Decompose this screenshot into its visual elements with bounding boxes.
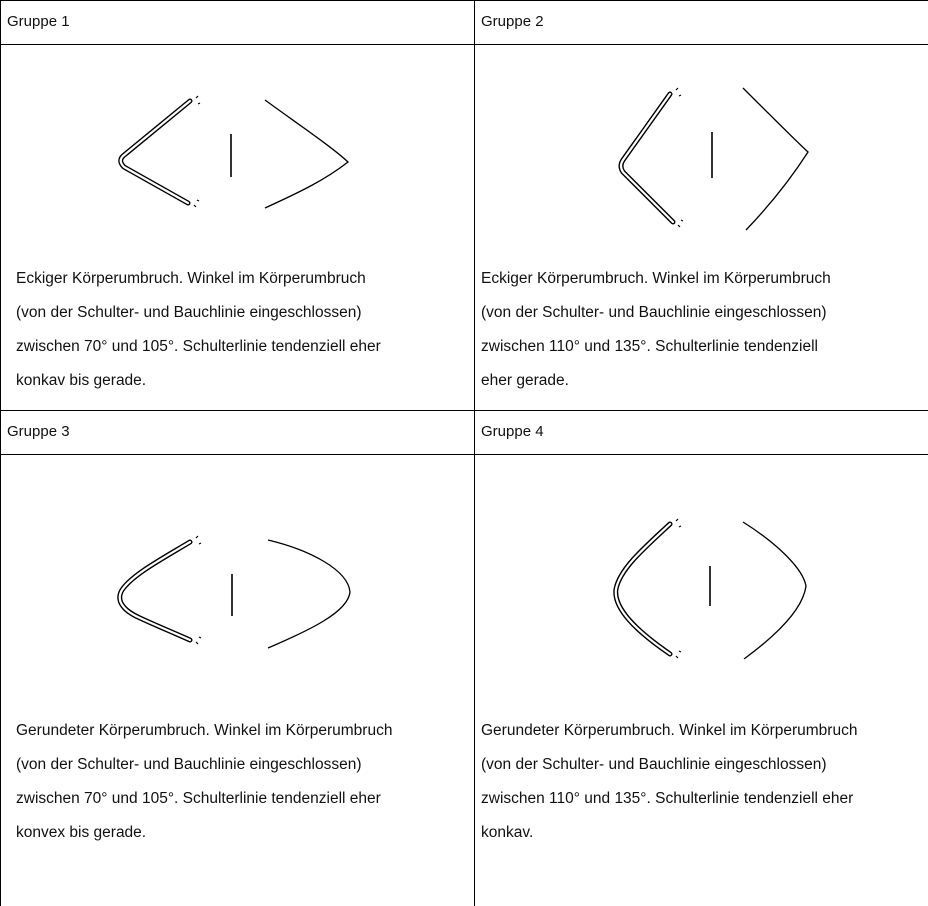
group-1-line-1: Eckiger Körperumbruch. Winkel im Körperu… <box>16 270 366 287</box>
table-border-left <box>0 0 1 906</box>
table-border-top <box>0 0 928 1</box>
group-3-line-4: konvex bis gerade. <box>16 824 147 841</box>
group-2-line-2: (von der Schulter- und Bauchlinie einges… <box>481 304 827 321</box>
group-2-body-outline-figure <box>618 87 809 231</box>
row-2-header-divider <box>0 454 928 455</box>
group-2-line-1: Eckiger Körperumbruch. Winkel im Körperu… <box>481 270 831 287</box>
group-4-line-1: Gerundeter Körperumbruch. Winkel im Körp… <box>481 722 858 739</box>
group-3-description: Gerundeter Körperumbruch. Winkel im Körp… <box>16 714 456 850</box>
group-1-line-3: zwischen 70° und 105°. Schulterlinie ten… <box>16 338 381 355</box>
group-4-description: Gerundeter Körperumbruch. Winkel im Körp… <box>481 714 921 850</box>
group-2-line-4: eher gerade. <box>481 372 569 389</box>
group-2-description: Eckiger Körperumbruch. Winkel im Körperu… <box>481 262 921 398</box>
group-4-line-3: zwischen 110° und 135°. Schulterlinie te… <box>481 790 854 807</box>
row-1-header-divider <box>0 44 928 45</box>
group-4-title: Gruppe 4 <box>481 423 544 440</box>
group-1-description: Eckiger Körperumbruch. Winkel im Körperu… <box>16 262 456 398</box>
group-1-title: Gruppe 1 <box>7 13 70 30</box>
group-3-line-3: zwischen 70° und 105°. Schulterlinie ten… <box>16 790 381 807</box>
group-4-body-outline-figure <box>613 518 807 660</box>
group-3-title: Gruppe 3 <box>7 423 70 440</box>
group-1-body-outline-figure <box>118 95 349 209</box>
group-4-line-4: konkav. <box>481 824 534 841</box>
group-3-body-outline-figure <box>117 535 351 649</box>
group-2-line-3: zwischen 110° und 135°. Schulterlinie te… <box>481 338 818 355</box>
group-1-line-2: (von der Schulter- und Bauchlinie einges… <box>16 304 362 321</box>
group-3-line-2: (von der Schulter- und Bauchlinie einges… <box>16 756 362 773</box>
group-4-line-2: (von der Schulter- und Bauchlinie einges… <box>481 756 827 773</box>
table-divider-vertical <box>474 0 475 906</box>
group-3-line-1: Gerundeter Körperumbruch. Winkel im Körp… <box>16 722 393 739</box>
group-1-line-4: konkav bis gerade. <box>16 372 147 389</box>
row-divider <box>0 410 928 411</box>
group-2-title: Gruppe 2 <box>481 13 544 30</box>
